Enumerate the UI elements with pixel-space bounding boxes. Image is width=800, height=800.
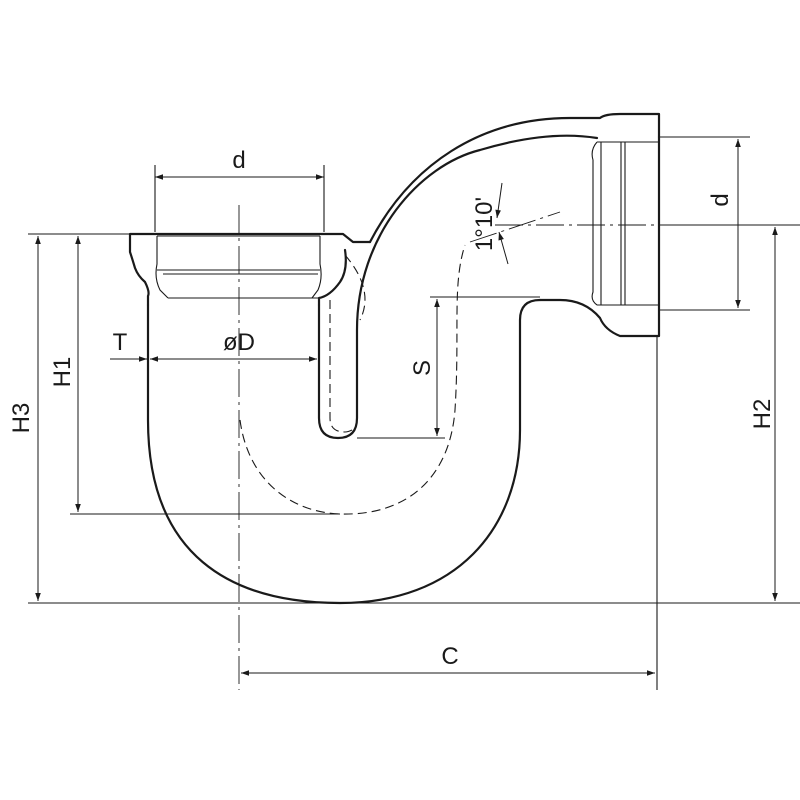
d-right-label: d <box>707 193 734 206</box>
outlet-bore-shoulder <box>591 141 598 306</box>
diameter-label: øD <box>223 329 255 356</box>
angle-label: 1°10' <box>471 197 498 251</box>
outlet-socket-outline <box>538 135 661 338</box>
dimension-lines <box>35 139 778 676</box>
wall-thickness-label: T <box>113 329 128 356</box>
hidden-waterway <box>239 244 466 515</box>
h1-label: H1 <box>49 357 76 388</box>
p-trap-body <box>128 112 661 605</box>
extension-lines <box>28 136 800 690</box>
inlet-bore-shoulder <box>311 236 322 299</box>
u-bend-outer-wall <box>146 298 542 605</box>
hidden-inner-bore <box>329 300 353 433</box>
dimension-labels: d d øD T S H1 H3 H2 C 1°10' <box>8 147 776 670</box>
hidden-inner-bore <box>344 254 366 321</box>
angle-dimension-line <box>498 231 509 265</box>
inlet-socket-outline <box>128 232 372 307</box>
inlet-bore-shoulder <box>155 236 169 299</box>
h3-label: H3 <box>8 403 35 434</box>
inlet-socket-inner-outline <box>317 248 347 307</box>
angle-dimension-line <box>495 182 503 219</box>
seal-height-label: S <box>409 360 436 376</box>
outlet-socket-outline <box>368 112 661 244</box>
weir-inner-wall <box>317 134 599 440</box>
h2-label: H2 <box>749 399 776 430</box>
outlet-axis-line <box>469 211 561 243</box>
d-top-label: d <box>232 147 245 174</box>
hidden-lines <box>239 244 466 515</box>
c-label: C <box>441 643 458 670</box>
